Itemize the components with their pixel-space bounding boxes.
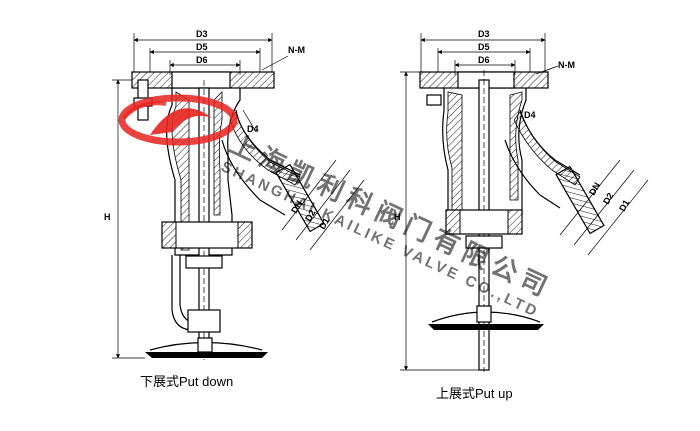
- left-d3-label: D3: [196, 29, 208, 39]
- left-valve-view: D3 D5 D6 N-M D4 DN D2 D1: [104, 29, 365, 389]
- right-d6-label: D6: [478, 55, 490, 65]
- right-h-label: H: [394, 212, 401, 222]
- company-logo-icon: [118, 94, 238, 146]
- right-d2-label: D2: [601, 191, 615, 206]
- right-d4-label: D4: [524, 110, 536, 120]
- right-d5-label: D5: [478, 42, 490, 52]
- left-d6-label: D6: [196, 55, 208, 65]
- left-d5-label: D5: [196, 42, 208, 52]
- right-valve-view: D3 D5 D6 N-M D4 DN D2 D1: [394, 29, 649, 401]
- left-h-label: H: [104, 212, 111, 222]
- left-d4-label: D4: [247, 124, 259, 134]
- left-nm-label: N-M: [288, 45, 305, 55]
- left-caption: 下展式Put down: [140, 374, 233, 389]
- right-d1-label: D1: [617, 198, 631, 213]
- right-caption: 上展式Put up: [436, 386, 513, 401]
- right-d3-label: D3: [478, 29, 490, 39]
- left-d2-label: D2: [303, 208, 317, 223]
- right-nm-label: N-M: [558, 60, 575, 70]
- right-dn-label: DN: [587, 181, 602, 197]
- left-d1-label: D1: [317, 216, 331, 231]
